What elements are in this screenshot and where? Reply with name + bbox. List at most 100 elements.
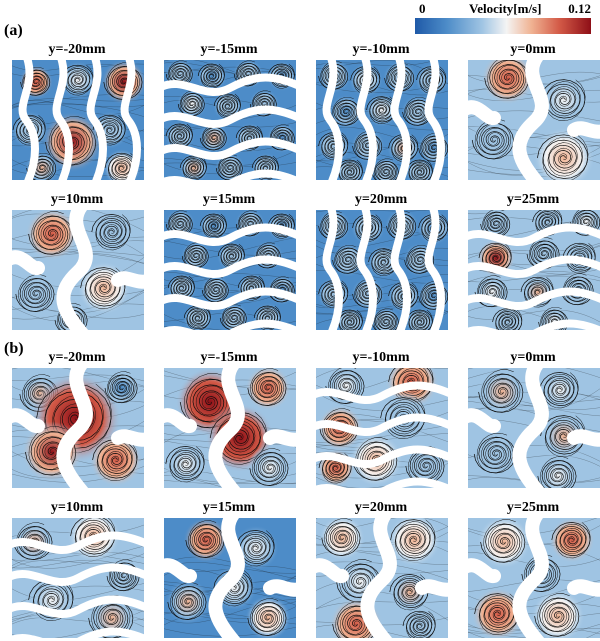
panel-a6-flow-field [164, 210, 296, 330]
panel-b7-flow-field [316, 518, 448, 638]
vortex-streamline [167, 60, 191, 87]
streamline [468, 309, 600, 323]
vortex-streamline [239, 530, 275, 567]
panel-a4 [468, 60, 600, 180]
vortex-streamline [371, 160, 399, 180]
vortex-streamline [389, 574, 429, 608]
vortex-core [531, 589, 585, 638]
panel-b4-flow-field [468, 368, 600, 488]
vortex-streamline [402, 99, 433, 126]
channel-wall [468, 60, 600, 180]
panel-title-a5: y=10mm [50, 192, 104, 207]
panel-title-a4: y=0mm [510, 42, 556, 57]
vortex-streamline [332, 247, 363, 274]
vortex-streamline [322, 453, 352, 484]
channel-wall [12, 368, 144, 488]
colorbar-min-label: 0 [419, 1, 426, 16]
vortex-streamline [200, 63, 225, 89]
panel-b6-flow-field [164, 518, 296, 638]
vortex-core [537, 409, 591, 463]
panel-a2 [164, 60, 296, 180]
streamline [468, 210, 506, 215]
panel-title-b7: y=20mm [354, 500, 408, 515]
vortex-core [319, 518, 365, 561]
vortex-streamline [482, 243, 512, 274]
vortex-core [245, 368, 291, 411]
vortex-streamline [183, 242, 207, 269]
vortex-streamline [352, 441, 398, 481]
vortex-streamline [324, 518, 358, 556]
vortex-streamline [418, 135, 448, 162]
vortex-streamline [474, 593, 520, 633]
streamline [468, 368, 600, 378]
vortex-streamline [96, 439, 138, 482]
vortex-streamline [483, 519, 523, 563]
channel-wall [322, 210, 445, 330]
vortex-streamline [478, 373, 524, 413]
vortex-streamline [185, 524, 225, 558]
streamline [468, 623, 600, 638]
vortex-streamline [476, 432, 513, 473]
vortex-streamline [186, 305, 211, 330]
vortex-streamline [92, 439, 138, 479]
colorbar-max-label: 0.12 [568, 1, 591, 16]
vortex-core [89, 433, 143, 487]
panel-a5 [12, 210, 144, 330]
streamline [316, 210, 431, 213]
vortex-streamline [537, 593, 577, 637]
vortex-streamline [18, 274, 52, 312]
channel-wall [322, 60, 445, 180]
vortex-streamline [551, 522, 591, 556]
vortex-streamline [177, 92, 205, 117]
channel-wall [164, 518, 296, 638]
vortex-streamline [179, 155, 207, 180]
panel-b3-flow-field [316, 368, 448, 488]
velocity-colorbar: 0 Velocity[m/s] 0.12 [413, 0, 593, 38]
panel-b5-flow-field [12, 518, 144, 638]
vortex-streamline [43, 383, 113, 454]
vortex-streamline [20, 69, 51, 96]
panel-title-a1: y=-20mm [48, 42, 106, 57]
vortex-streamline [318, 132, 349, 159]
vortex-streamline [371, 310, 399, 330]
vortex-streamline [60, 64, 94, 94]
vortex-streamline [371, 248, 399, 276]
panel-b2-flow-field [164, 368, 296, 488]
vortex-streamline [402, 610, 436, 638]
vortex-streamline [495, 308, 523, 330]
vortex-streamline [217, 154, 241, 180]
channel-wall [468, 368, 600, 488]
panel-a4-flow-field [468, 60, 600, 180]
vortex-streamline [104, 374, 138, 404]
vortex-streamline [539, 372, 579, 406]
vortex-streamline [408, 159, 433, 180]
vortex-streamline [332, 605, 378, 638]
vortex-streamline [95, 214, 131, 251]
panel-title-a6: y=15mm [202, 192, 256, 207]
panel-a2-flow-field [164, 60, 296, 180]
vortex-streamline [418, 283, 448, 310]
channel-wall [18, 60, 141, 180]
panel-a7 [316, 210, 448, 330]
section-label-b: (b) [4, 340, 24, 357]
vortex-streamline [534, 597, 580, 637]
panel-title-b8: y=25mm [506, 500, 560, 515]
vortex-streamline [480, 211, 511, 238]
vortex-streamline [404, 247, 435, 274]
vortex-streamline [170, 275, 195, 301]
panel-a7-flow-field [316, 210, 448, 330]
vortex-streamline [203, 276, 227, 303]
panel-title-b3: y=-10mm [352, 350, 410, 365]
vortex-core [475, 368, 529, 419]
channel-wall [316, 518, 448, 638]
vortex-core [233, 525, 279, 571]
vortex-streamline [247, 372, 287, 406]
panel-title-b2: y=-15mm [200, 350, 258, 365]
streamline [468, 399, 600, 410]
vortex-streamline [474, 118, 511, 159]
vortex-streamline [252, 448, 286, 486]
vortex-streamline [384, 397, 426, 440]
vortex-streamline [26, 155, 57, 180]
streamline [12, 545, 144, 569]
vortex-streamline [31, 211, 71, 255]
